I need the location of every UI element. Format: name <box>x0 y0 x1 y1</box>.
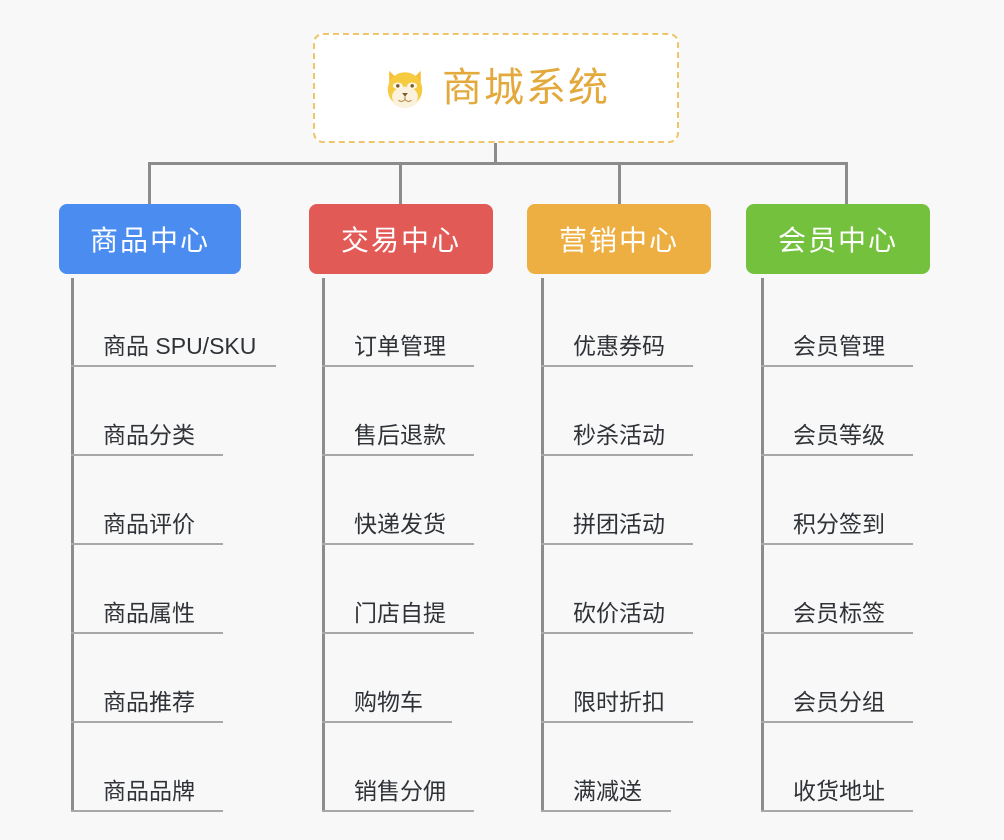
leaf-label: 商品品牌 <box>103 778 195 804</box>
leaf-label: 拼团活动 <box>573 511 665 537</box>
leaf-item[interactable]: 快递发货 <box>322 456 474 545</box>
leaf-item[interactable]: 购物车 <box>322 634 452 723</box>
leaf-underline <box>322 454 474 456</box>
connector-horizontal-bus <box>148 162 848 165</box>
leaf-underline <box>761 632 913 634</box>
connector-drop-1 <box>148 162 151 204</box>
leaf-item[interactable]: 商品品牌 <box>71 723 223 812</box>
leaf-item[interactable]: 优惠券码 <box>541 278 693 367</box>
leaf-underline <box>71 632 223 634</box>
leaf-item[interactable]: 拼团活动 <box>541 456 693 545</box>
leaf-underline <box>761 543 913 545</box>
leaf-label: 商品推荐 <box>103 689 195 715</box>
leaf-item[interactable]: 满减送 <box>541 723 671 812</box>
category-box-1[interactable]: 商品中心 <box>59 204 241 274</box>
branch-trunk-line <box>761 278 764 812</box>
leaf-label: 会员标签 <box>793 600 885 626</box>
leaf-underline <box>71 454 223 456</box>
leaf-item[interactable]: 积分签到 <box>761 456 913 545</box>
leaf-item[interactable]: 秒杀活动 <box>541 367 693 456</box>
leaf-underline <box>322 543 474 545</box>
leaf-item[interactable]: 商品评价 <box>71 456 223 545</box>
leaf-underline <box>71 365 276 367</box>
leaf-label: 商品分类 <box>103 422 195 448</box>
branch-trunk-line <box>322 278 325 812</box>
leaf-label: 销售分佣 <box>354 778 446 804</box>
category-box-2[interactable]: 交易中心 <box>309 204 493 274</box>
leaf-label: 门店自提 <box>354 600 446 626</box>
leaf-label: 商品属性 <box>103 600 195 626</box>
leaf-underline <box>541 632 693 634</box>
leaf-item[interactable]: 商品分类 <box>71 367 223 456</box>
leaf-underline <box>761 810 913 812</box>
leaf-label: 商品 SPU/SKU <box>103 333 257 359</box>
category-label: 会员中心 <box>777 225 898 256</box>
leaf-underline <box>71 543 223 545</box>
leaf-label: 满减送 <box>573 778 642 804</box>
leaf-item[interactable]: 门店自提 <box>322 545 474 634</box>
leaf-item[interactable]: 售后退款 <box>322 367 474 456</box>
leaf-underline <box>322 721 452 723</box>
leaf-label: 砍价活动 <box>573 600 665 626</box>
root-node-mall-system[interactable]: 商城系统 <box>313 33 679 143</box>
leaf-item[interactable]: 会员等级 <box>761 367 913 456</box>
leaf-label: 积分签到 <box>793 511 885 537</box>
leaf-underline <box>71 810 223 812</box>
leaf-label: 限时折扣 <box>573 689 665 715</box>
leaf-underline <box>541 543 693 545</box>
leaf-underline <box>761 721 913 723</box>
leaf-item[interactable]: 订单管理 <box>322 278 474 367</box>
leaf-label: 秒杀活动 <box>573 422 665 448</box>
leaf-item[interactable]: 销售分佣 <box>322 723 474 812</box>
leaf-label: 优惠券码 <box>573 333 665 359</box>
category-label: 交易中心 <box>340 225 461 256</box>
leaf-underline <box>322 365 474 367</box>
dog-face-icon <box>387 70 423 109</box>
leaf-underline <box>322 810 474 812</box>
branch-trunk-line <box>541 278 544 812</box>
leaf-item[interactable]: 会员标签 <box>761 545 913 634</box>
leaf-underline <box>541 810 671 812</box>
connector-drop-3 <box>618 162 621 204</box>
leaf-underline <box>761 365 913 367</box>
category-label: 营销中心 <box>558 225 679 256</box>
leaf-label: 会员分组 <box>793 689 885 715</box>
leaf-item[interactable]: 会员管理 <box>761 278 913 367</box>
leaf-label: 收货地址 <box>793 778 885 804</box>
leaf-underline <box>322 632 474 634</box>
leaf-item[interactable]: 收货地址 <box>761 723 913 812</box>
leaf-underline <box>71 721 223 723</box>
leaf-label: 商品评价 <box>103 511 195 537</box>
leaf-label: 会员管理 <box>793 333 885 359</box>
category-label: 商品中心 <box>89 225 210 256</box>
connector-root-stem <box>494 143 497 165</box>
leaf-underline <box>541 365 693 367</box>
leaf-label: 订单管理 <box>354 333 446 359</box>
leaf-label: 购物车 <box>354 689 423 715</box>
root-title: 商城系统 <box>442 66 610 110</box>
leaf-item[interactable]: 商品推荐 <box>71 634 223 723</box>
category-box-3[interactable]: 营销中心 <box>527 204 711 274</box>
leaf-underline <box>541 454 693 456</box>
leaf-item[interactable]: 砍价活动 <box>541 545 693 634</box>
branch-trunk-line <box>71 278 74 812</box>
connector-drop-4 <box>845 162 848 204</box>
leaf-label: 快递发货 <box>354 511 446 537</box>
leaf-underline <box>541 721 693 723</box>
leaf-label: 售后退款 <box>354 422 446 448</box>
leaf-underline <box>761 454 913 456</box>
leaf-item[interactable]: 商品 SPU/SKU <box>71 278 276 367</box>
connector-drop-2 <box>399 162 402 204</box>
leaf-item[interactable]: 会员分组 <box>761 634 913 723</box>
leaf-item[interactable]: 限时折扣 <box>541 634 693 723</box>
category-box-4[interactable]: 会员中心 <box>746 204 930 274</box>
leaf-item[interactable]: 商品属性 <box>71 545 223 634</box>
leaf-label: 会员等级 <box>793 422 885 448</box>
